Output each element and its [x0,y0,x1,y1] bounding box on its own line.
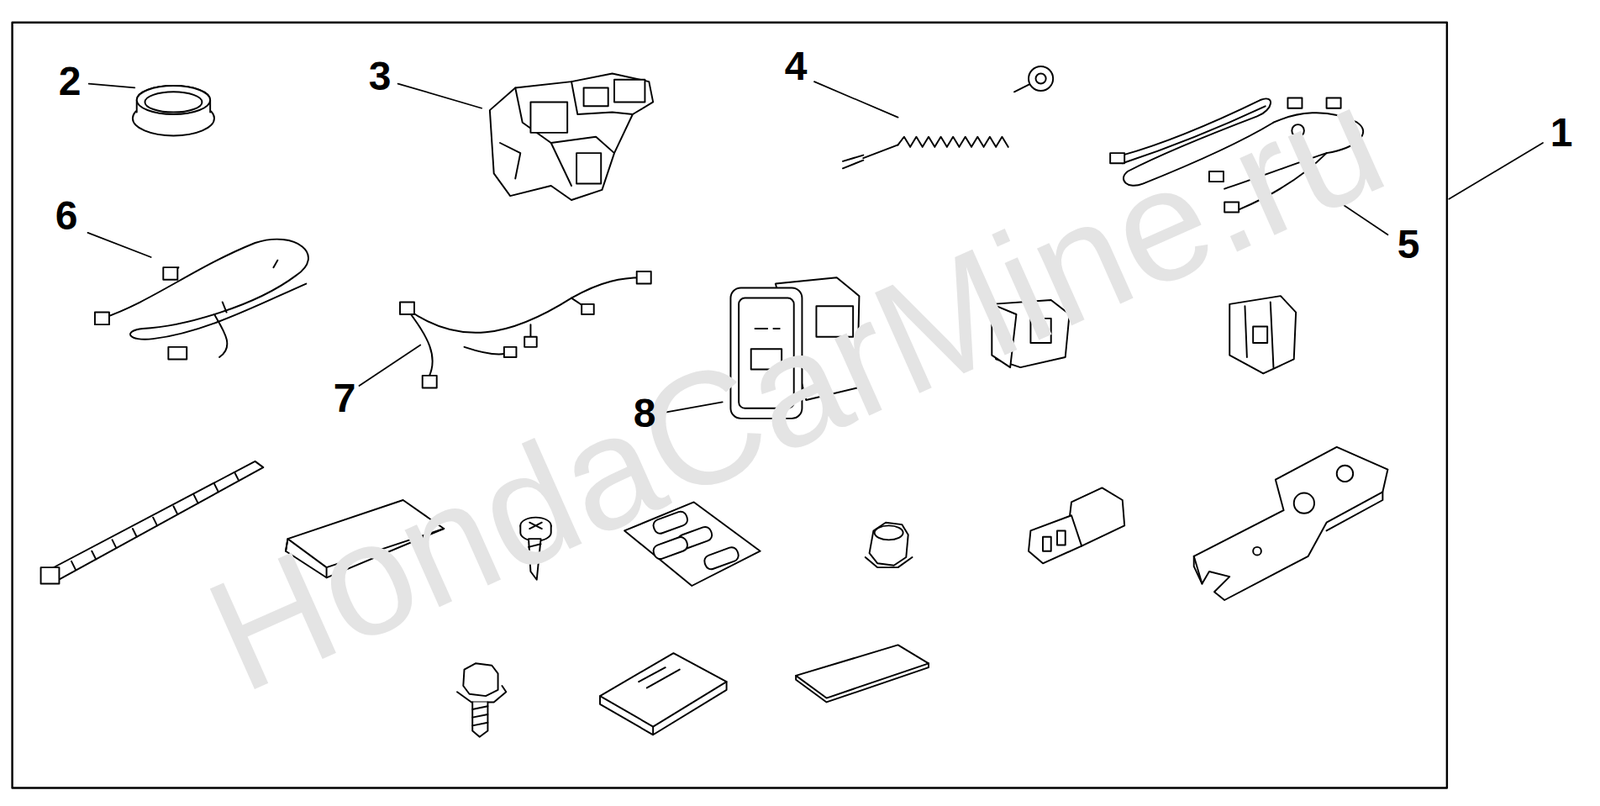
callout-number: 7 [333,378,357,419]
bracket [1194,491,1384,584]
wire-harness [405,277,643,378]
cable-tie [71,472,239,569]
wire-with-spring [842,66,1053,169]
wire-with-spring [842,144,899,169]
booklet [600,681,727,735]
pad [651,535,690,561]
wire-with-spring [1028,66,1053,91]
wire-harness [400,301,415,315]
clip [1229,295,1296,374]
pad [702,545,741,571]
bolt [472,701,488,737]
connector [1042,536,1052,552]
wire-harness [464,298,588,355]
nut [865,557,913,568]
nut [865,522,913,568]
connector [1057,530,1066,545]
bracket [1252,547,1262,556]
callout-number: 8 [633,393,657,434]
callout-number: 3 [368,56,392,97]
kit-frame [12,22,1448,789]
nut [874,525,904,540]
callout-number: 1 [1550,112,1574,153]
cable-tie [41,567,60,584]
wire-with-spring [1036,73,1047,84]
leader-line [358,344,421,386]
control-module [489,73,653,200]
wire-harness [504,347,517,358]
bolt [457,685,506,702]
wire-harness [94,312,110,326]
booklet [638,667,680,688]
wire-harness [524,336,537,348]
card [795,644,929,702]
callout-number: 4 [784,46,808,87]
wire-harness [214,314,227,358]
grommet [144,91,202,112]
bracket [1194,447,1389,600]
control-module [584,87,609,106]
wire-harness [168,347,187,360]
control-module [530,101,568,132]
bracket [1194,447,1389,600]
control-module [515,87,572,186]
wire-with-spring [898,136,1009,148]
bolt [457,663,506,737]
wire-harness [400,271,652,388]
wire-harness [422,375,437,389]
bracket [1294,493,1315,514]
bolt [472,705,488,726]
wire-harness [94,239,309,360]
callout-number: 6 [55,195,79,237]
leader-line [1448,142,1543,200]
connector [1028,515,1082,564]
leader-line [89,84,136,89]
control-module [576,152,601,184]
control-module [614,79,645,103]
grommet [132,85,215,137]
card [795,663,929,702]
wire-with-spring [1014,84,1031,93]
clip [1229,295,1296,374]
wire-harness [171,260,278,313]
wire-harness [581,304,595,315]
bolt [463,663,498,696]
watermark: HondaCarMine.ru [187,57,1404,717]
leader-line [87,232,151,258]
leader-line [398,84,483,109]
wire-harness [636,271,652,285]
clip [1244,301,1274,368]
control-module [551,136,615,153]
clip [1252,326,1268,343]
bracket [1336,465,1353,482]
control-module [500,142,521,179]
connector [1028,487,1125,564]
callout-number: 2 [58,61,82,102]
control-module [489,73,653,200]
callout-number: 5 [1397,224,1421,265]
wire-harness [101,239,309,340]
leader-line [814,81,899,118]
grommet [136,85,211,115]
wire-harness [163,267,178,280]
nut [869,522,909,566]
booklet [600,652,727,735]
